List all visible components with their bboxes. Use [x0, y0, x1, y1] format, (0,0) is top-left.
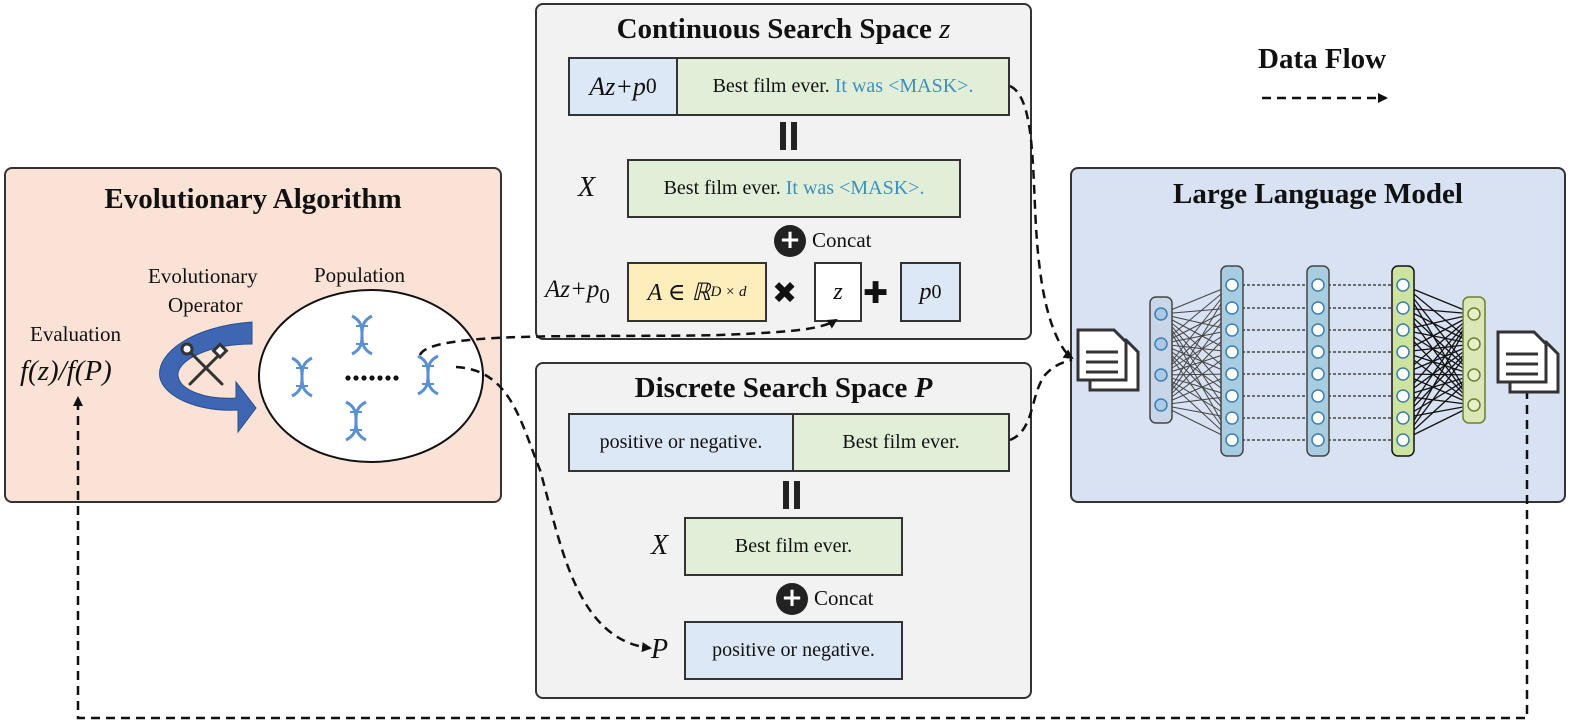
plus-sign: ✚: [863, 276, 889, 311]
latent-vector-z-box: z: [814, 262, 862, 322]
continuous-concat-label: Concat: [812, 228, 872, 252]
legend-label: Data Flow: [1258, 43, 1387, 75]
discrete-prompt-prefix: positive or negative.: [568, 413, 794, 472]
continuous-formula-label: Az+p0: [545, 276, 610, 308]
evaluation-label: Evaluation: [30, 322, 121, 346]
discrete-input-x: Best film ever.: [684, 517, 903, 576]
multiply-sign: ✖: [772, 276, 798, 311]
discrete-prompt-p: positive or negative.: [684, 621, 903, 680]
discrete-title: Discrete Search Space P: [634, 372, 933, 404]
discrete-equals-sign: [780, 477, 804, 511]
population-label: Population: [314, 263, 406, 287]
discrete-concat-label: Concat: [814, 586, 874, 610]
llm-title: Large Language Model: [1173, 178, 1463, 210]
ea-title: Evolutionary Algorithm: [104, 183, 402, 215]
continuous-concat-icon: +: [774, 225, 806, 257]
operator-label-line1: Evolutionary: [148, 264, 258, 288]
continuous-prompt-text: Best film ever. It was <MASK>.: [676, 57, 1010, 116]
operator-label-line2: Operator: [168, 293, 243, 317]
discrete-concat-icon: +: [776, 583, 808, 615]
continuous-x-label: X: [578, 172, 596, 203]
fitness-function-label: f(z)/f(P): [20, 355, 112, 387]
llm-panel: [1070, 167, 1566, 503]
continuous-input-x: Best film ever. It was <MASK>.: [627, 159, 961, 218]
discrete-prompt-text: Best film ever.: [792, 413, 1010, 472]
discrete-p-label: P: [651, 634, 669, 665]
discrete-x-label: X: [651, 530, 669, 561]
continuous-title: Continuous Search Space z: [616, 13, 951, 45]
continuous-equals-sign: [777, 118, 801, 152]
